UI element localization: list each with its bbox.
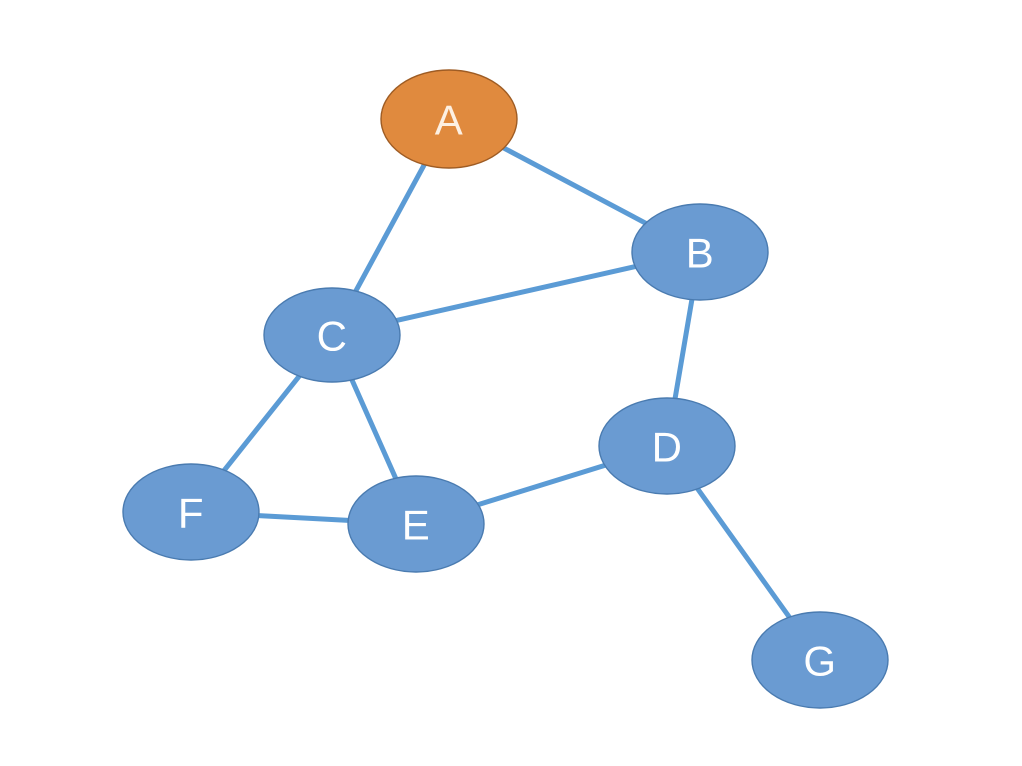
graph-node-a[interactable]: A xyxy=(380,69,518,169)
graph-edge-d-e xyxy=(475,462,608,508)
graph-node-b[interactable]: B xyxy=(631,203,769,301)
edge-layer xyxy=(221,145,792,620)
graph-edge-c-f xyxy=(221,373,302,473)
graph-edge-b-d xyxy=(672,297,695,401)
graph-node-shape-c[interactable] xyxy=(263,287,401,383)
graph-node-f[interactable]: F xyxy=(122,463,260,561)
graph-node-shape-d[interactable] xyxy=(598,397,736,495)
graph-node-e[interactable]: E xyxy=(347,475,485,573)
graph-edge-c-e xyxy=(349,377,399,481)
graph-node-shape-b[interactable] xyxy=(631,203,769,301)
graph-node-shape-g[interactable] xyxy=(751,611,889,709)
graph-node-shape-a[interactable] xyxy=(380,69,518,169)
graph-edge-a-b xyxy=(501,145,649,226)
graph-node-shape-e[interactable] xyxy=(347,475,485,573)
graph-edge-d-g xyxy=(695,486,792,620)
graph-node-g[interactable]: G xyxy=(751,611,889,709)
graph-node-c[interactable]: C xyxy=(263,287,401,383)
graph-edge-a-c xyxy=(353,162,427,294)
graph-edge-e-f xyxy=(256,513,351,523)
graph-node-d[interactable]: D xyxy=(598,397,736,495)
graph-edge-b-c xyxy=(394,264,638,323)
node-layer: A B C D EF G xyxy=(122,69,889,709)
graph-node-shape-f[interactable] xyxy=(122,463,260,561)
